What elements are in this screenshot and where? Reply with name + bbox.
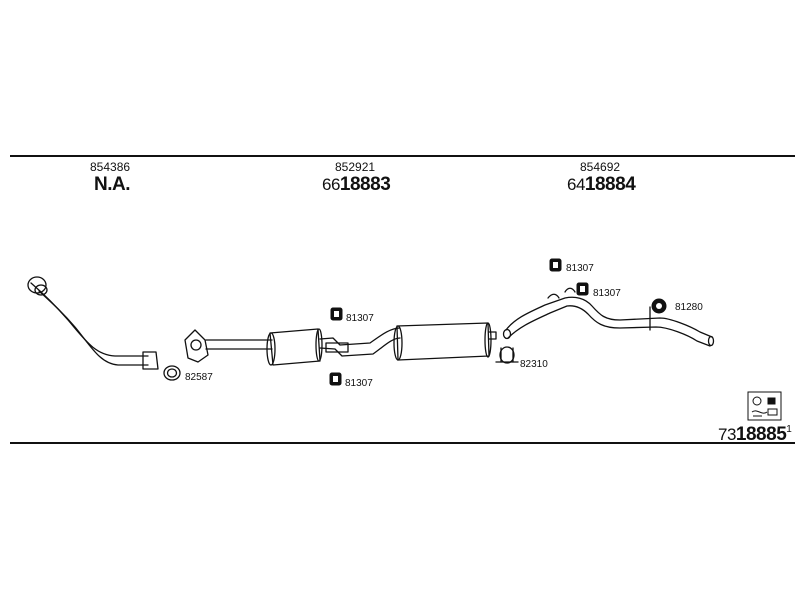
fitting-kit-icon	[747, 391, 782, 421]
kit-reference-prefix: 73	[718, 425, 736, 444]
kit-reference: 73188851	[718, 424, 792, 446]
label-bracket-81307-a: 81307	[566, 263, 594, 274]
reference-col2-prefix: 66	[322, 175, 340, 194]
ring-icon-81280	[651, 298, 667, 314]
rear-silencer[interactable]	[393, 322, 497, 361]
part-number-col3: 854692	[580, 160, 621, 174]
reference-col2: 6618883	[322, 174, 391, 196]
kit-reference-main: 18885	[735, 424, 787, 445]
bottom-divider	[10, 442, 795, 444]
label-bracket-81307-b: 81307	[593, 288, 621, 299]
mount-icon-81307-lower-left	[329, 372, 342, 386]
reference-col3: 6418884	[567, 174, 636, 196]
label-clamp-82587: 82587	[185, 372, 213, 383]
mount-icon-81307-upper-right	[549, 258, 562, 272]
kit-reference-suffix: 1	[786, 424, 792, 435]
label-ring-81280: 81280	[675, 302, 703, 313]
intermediate-pipe[interactable]	[184, 329, 273, 363]
reference-col1: N.A.	[94, 174, 131, 195]
tail-pipe[interactable]	[502, 287, 715, 347]
reference-col3-prefix: 64	[567, 175, 585, 194]
front-pipe[interactable]	[27, 276, 159, 370]
part-number-col2: 852921	[335, 160, 376, 174]
label-bracket-81307-bottom: 81307	[345, 378, 373, 389]
mount-icon-81307-upper-left	[330, 307, 343, 321]
front-silencer[interactable]	[266, 327, 401, 366]
label-bracket-81307-top: 81307	[346, 313, 374, 324]
part-number-col1: 854386	[90, 160, 131, 174]
mount-icon-81307-mid-right	[576, 282, 589, 296]
clamp-82310[interactable]	[495, 346, 519, 364]
reference-col3-main: 18884	[584, 174, 636, 195]
reference-col2-main: 18883	[339, 174, 391, 195]
clamp-82587[interactable]	[163, 365, 181, 381]
top-divider	[10, 155, 795, 157]
label-clamp-82310: 82310	[520, 359, 548, 370]
